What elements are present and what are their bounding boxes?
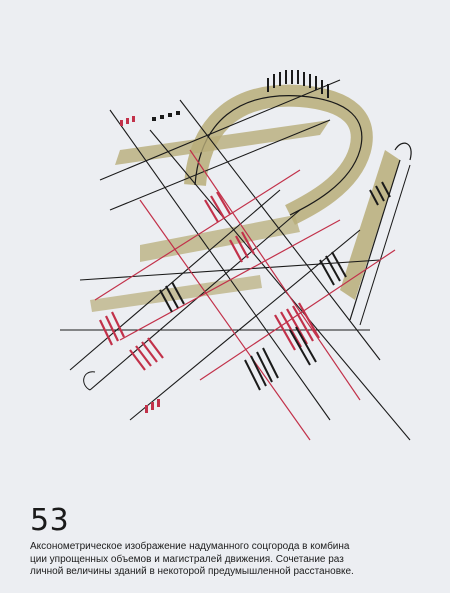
axonometric-city-illustration	[60, 70, 412, 441]
plate-number: 53	[30, 503, 70, 538]
caption-line: Аксонометрическое изображение надуманног…	[30, 541, 350, 552]
caption-line: личной величины зданий в некоторой преду…	[30, 566, 354, 577]
caption-line: ции упрощенных объемов и магистралей дви…	[30, 553, 344, 565]
caption: Аксонометрическое изображение надуманног…	[30, 541, 435, 579]
